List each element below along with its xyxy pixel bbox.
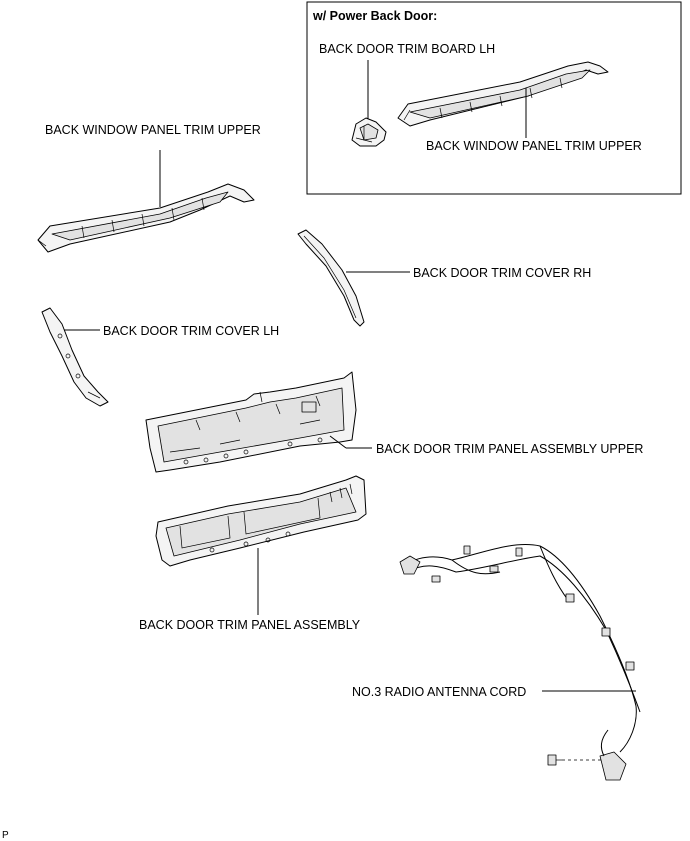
label-trim-cover-lh: BACK DOOR TRIM COVER LH [103, 324, 279, 338]
part-trim-cover-rh [297, 229, 365, 327]
label-inset-window-panel-trim-upper: BACK WINDOW PANEL TRIM UPPER [426, 139, 642, 153]
inset-box [306, 1, 682, 195]
label-radio-antenna-cord: NO.3 RADIO ANTENNA CORD [352, 685, 526, 699]
label-trim-panel-assembly: BACK DOOR TRIM PANEL ASSEMBLY [139, 618, 361, 632]
bolt-icon [547, 754, 562, 766]
part-trim-panel-assembly-upper [145, 371, 357, 473]
label-window-panel-trim-upper: BACK WINDOW PANEL TRIM UPPER [45, 123, 261, 137]
part-trim-cover-lh [41, 307, 109, 407]
inset-title: w/ Power Back Door: [312, 9, 437, 23]
part-trim-panel-assembly [155, 475, 367, 567]
leader-trim-panel-upper-a [329, 435, 347, 449]
part-inset-window-panel-trim-upper [397, 61, 609, 127]
part-window-panel-trim-upper [37, 183, 255, 253]
label-trim-panel-assembly-upper: BACK DOOR TRIM PANEL ASSEMBLY UPPER [376, 442, 643, 456]
footer-code: P [2, 830, 9, 841]
part-trim-board-lh [351, 117, 387, 147]
part-radio-antenna-cord [399, 544, 641, 781]
label-trim-board-lh: BACK DOOR TRIM BOARD LH [319, 42, 495, 56]
label-trim-cover-rh: BACK DOOR TRIM COVER RH [413, 266, 591, 280]
